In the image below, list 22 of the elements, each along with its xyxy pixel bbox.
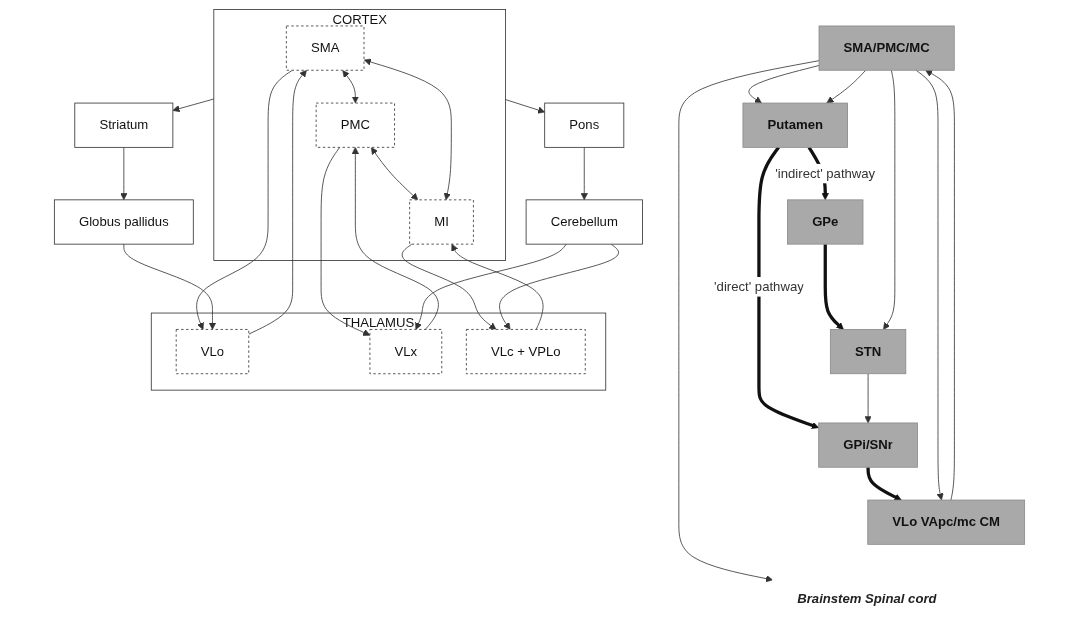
- node-box: Putamen: [742, 102, 848, 148]
- node-box: VLx: [369, 329, 443, 375]
- node-box: STN: [829, 329, 907, 375]
- arrow: [823, 244, 844, 330]
- node-box: Striatum: [74, 102, 174, 148]
- node-box: GPi/SNr: [818, 422, 918, 468]
- arrow: [866, 467, 902, 501]
- edge-label: 'direct' pathway: [714, 279, 804, 294]
- node-box: SMA: [285, 25, 365, 71]
- node-box: Pons: [544, 102, 625, 148]
- arrow: [757, 146, 819, 429]
- node-box: PMC: [315, 102, 395, 148]
- node-box: VLo VApc/mc CM: [867, 499, 1026, 545]
- node-box: GPe: [787, 199, 864, 245]
- node-box: Cerebellum: [525, 199, 643, 245]
- node-box: VLc + VPLo: [465, 329, 586, 375]
- node-box: Globus pallidus: [53, 199, 194, 245]
- node-box: VLo: [175, 329, 250, 375]
- node-box: MI: [409, 199, 474, 245]
- edge-label: 'indirect' pathway: [775, 166, 876, 181]
- node-box: SMA/PMC/MC: [818, 25, 955, 71]
- node-text: Brainstem Spinal cord: [797, 591, 937, 606]
